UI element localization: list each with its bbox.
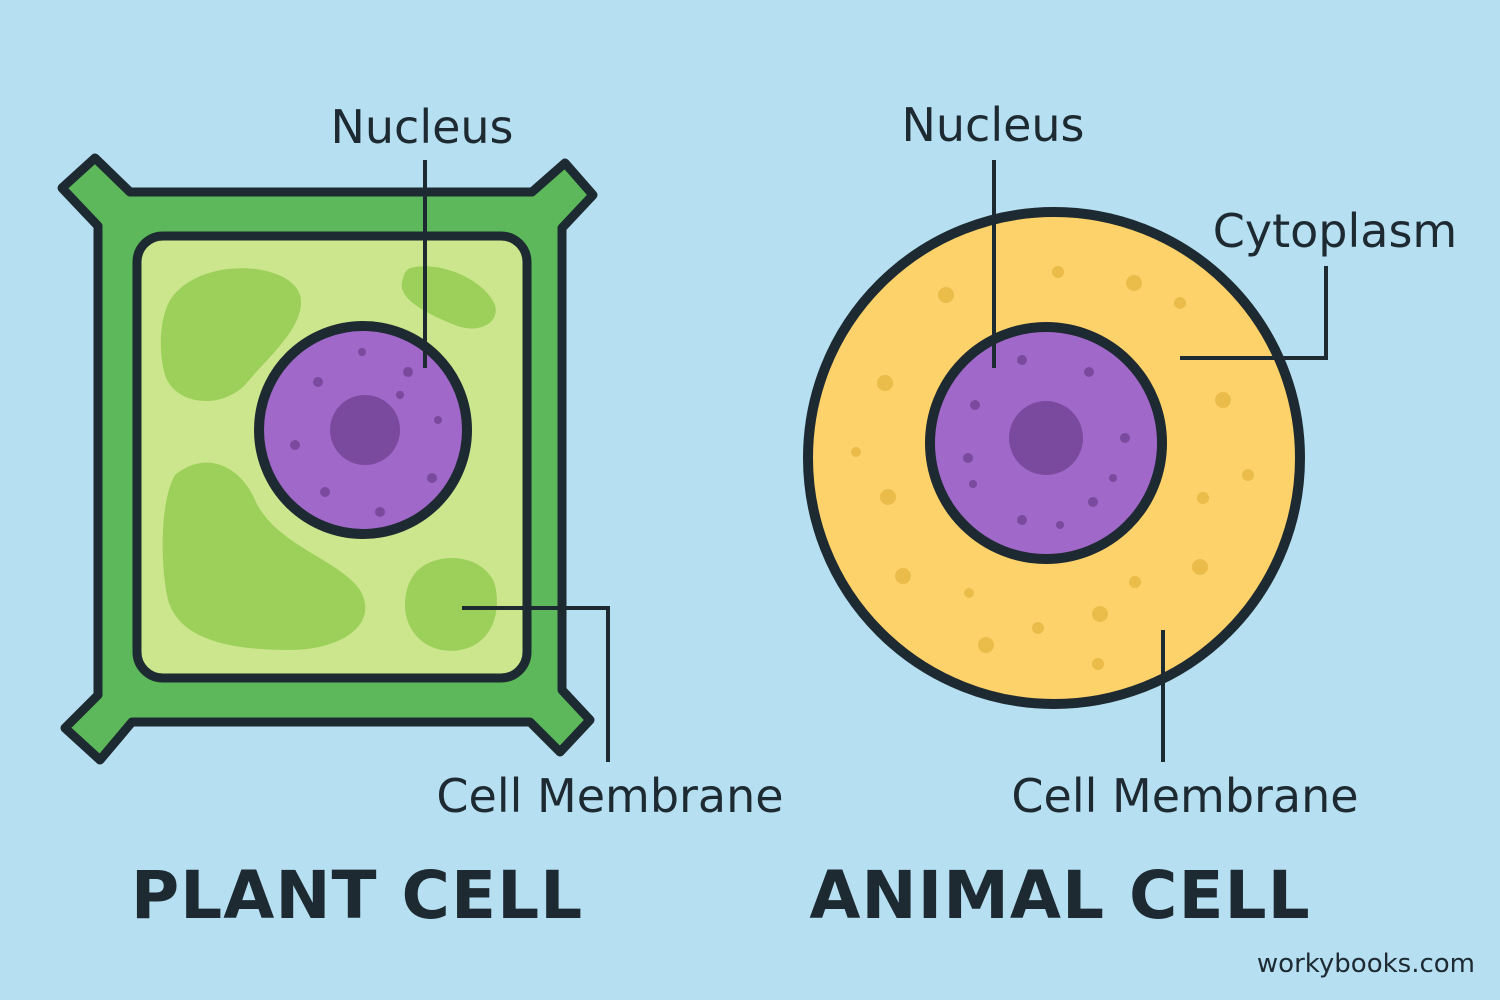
plant-nucleus-granules <box>290 348 442 517</box>
chloroplast <box>405 558 497 651</box>
animal-cell <box>803 160 1328 762</box>
animal-cytoplasm-label: Cytoplasm <box>1213 204 1457 258</box>
animal-cell-title: ANIMAL CELL <box>809 857 1310 934</box>
plant-membrane-label: Cell Membrane <box>436 769 783 823</box>
plant-cell-title: PLANT CELL <box>131 857 583 934</box>
chloroplast <box>160 268 301 402</box>
plant-cell <box>57 153 610 765</box>
animal-nucleus-label: Nucleus <box>901 98 1084 152</box>
credit-text: workybooks.com <box>1257 949 1475 979</box>
animal-cytoplasm-leader <box>1180 266 1328 360</box>
chloroplast <box>162 462 366 650</box>
animal-cytoplasm-granules <box>851 266 1254 670</box>
plant-nucleolus <box>330 395 400 465</box>
plant-nucleus-label: Nucleus <box>330 100 513 154</box>
plant-membrane-leader <box>462 606 610 762</box>
animal-membrane-label: Cell Membrane <box>1011 769 1358 823</box>
animal-nucleolus <box>1009 401 1083 475</box>
animal-nucleus-granules <box>963 355 1130 529</box>
